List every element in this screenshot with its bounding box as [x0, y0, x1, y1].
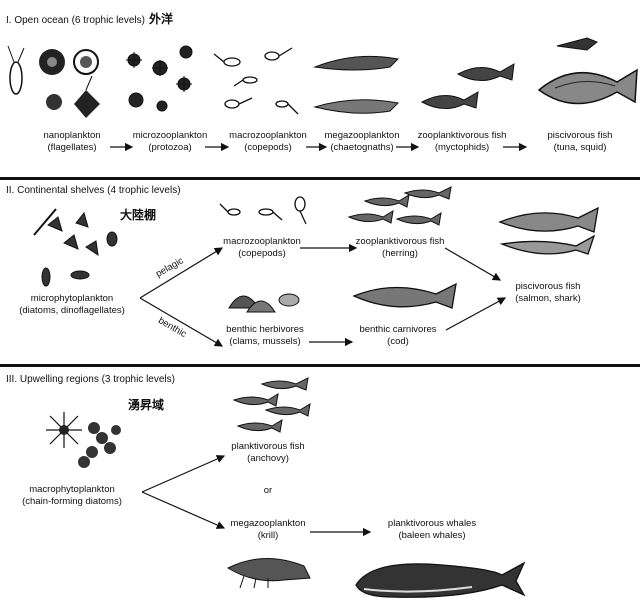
s3-node-macrophytoplankton: macrophytoplankton(chain-forming diatoms…: [22, 484, 122, 508]
s3-node-planktivorous-fish: planktivorous fish(anchovy): [231, 441, 304, 465]
s3-node-planktivorous-whales: planktivorous whales(baleen whales): [388, 518, 476, 542]
s3-connector-or: or: [264, 485, 272, 497]
s3-node-megazooplankton: megazooplankton(krill): [231, 518, 306, 542]
